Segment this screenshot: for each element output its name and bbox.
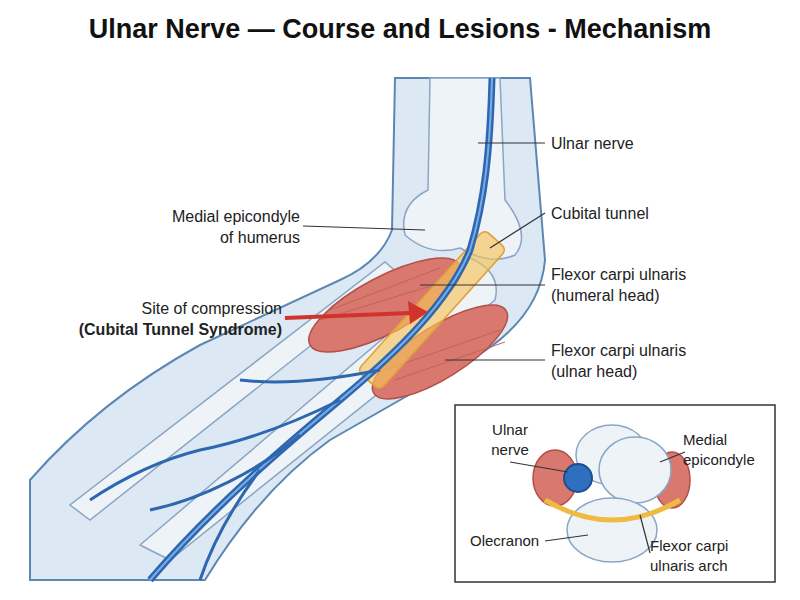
humerus [404,78,522,259]
inset-arch [545,500,680,520]
inset-label: Medial epicondyle [683,430,775,470]
lesion-label: (Cubital Tunnel Syndrome) [40,319,282,340]
inset-nerve [564,464,592,492]
part-label: Medial epicondyle of humerus [160,206,300,248]
nerve-branches [90,370,380,580]
part-label: Flexor carpi ulnaris (ulnar head) [551,340,716,382]
inset-frame [455,405,775,582]
compression-arrow [285,313,410,318]
inset-label: Flexor carpi ulnaris arch [650,536,762,576]
leader-lines [303,143,545,360]
part-label: Flexor carpi ulnaris (humeral head) [551,264,716,306]
part-label: Cubital tunnel [551,203,751,224]
inset-medial-epicondyle [599,437,671,503]
inset-label: Ulnar nerve [478,420,542,460]
lesion-label: Site of compression [40,298,282,319]
part-label: Ulnar nerve [551,133,751,154]
inset-label: Olecranon [470,531,560,551]
title: Ulnar Nerve — Course and Lesions - Mecha… [0,12,800,46]
arrow-head [408,301,428,324]
